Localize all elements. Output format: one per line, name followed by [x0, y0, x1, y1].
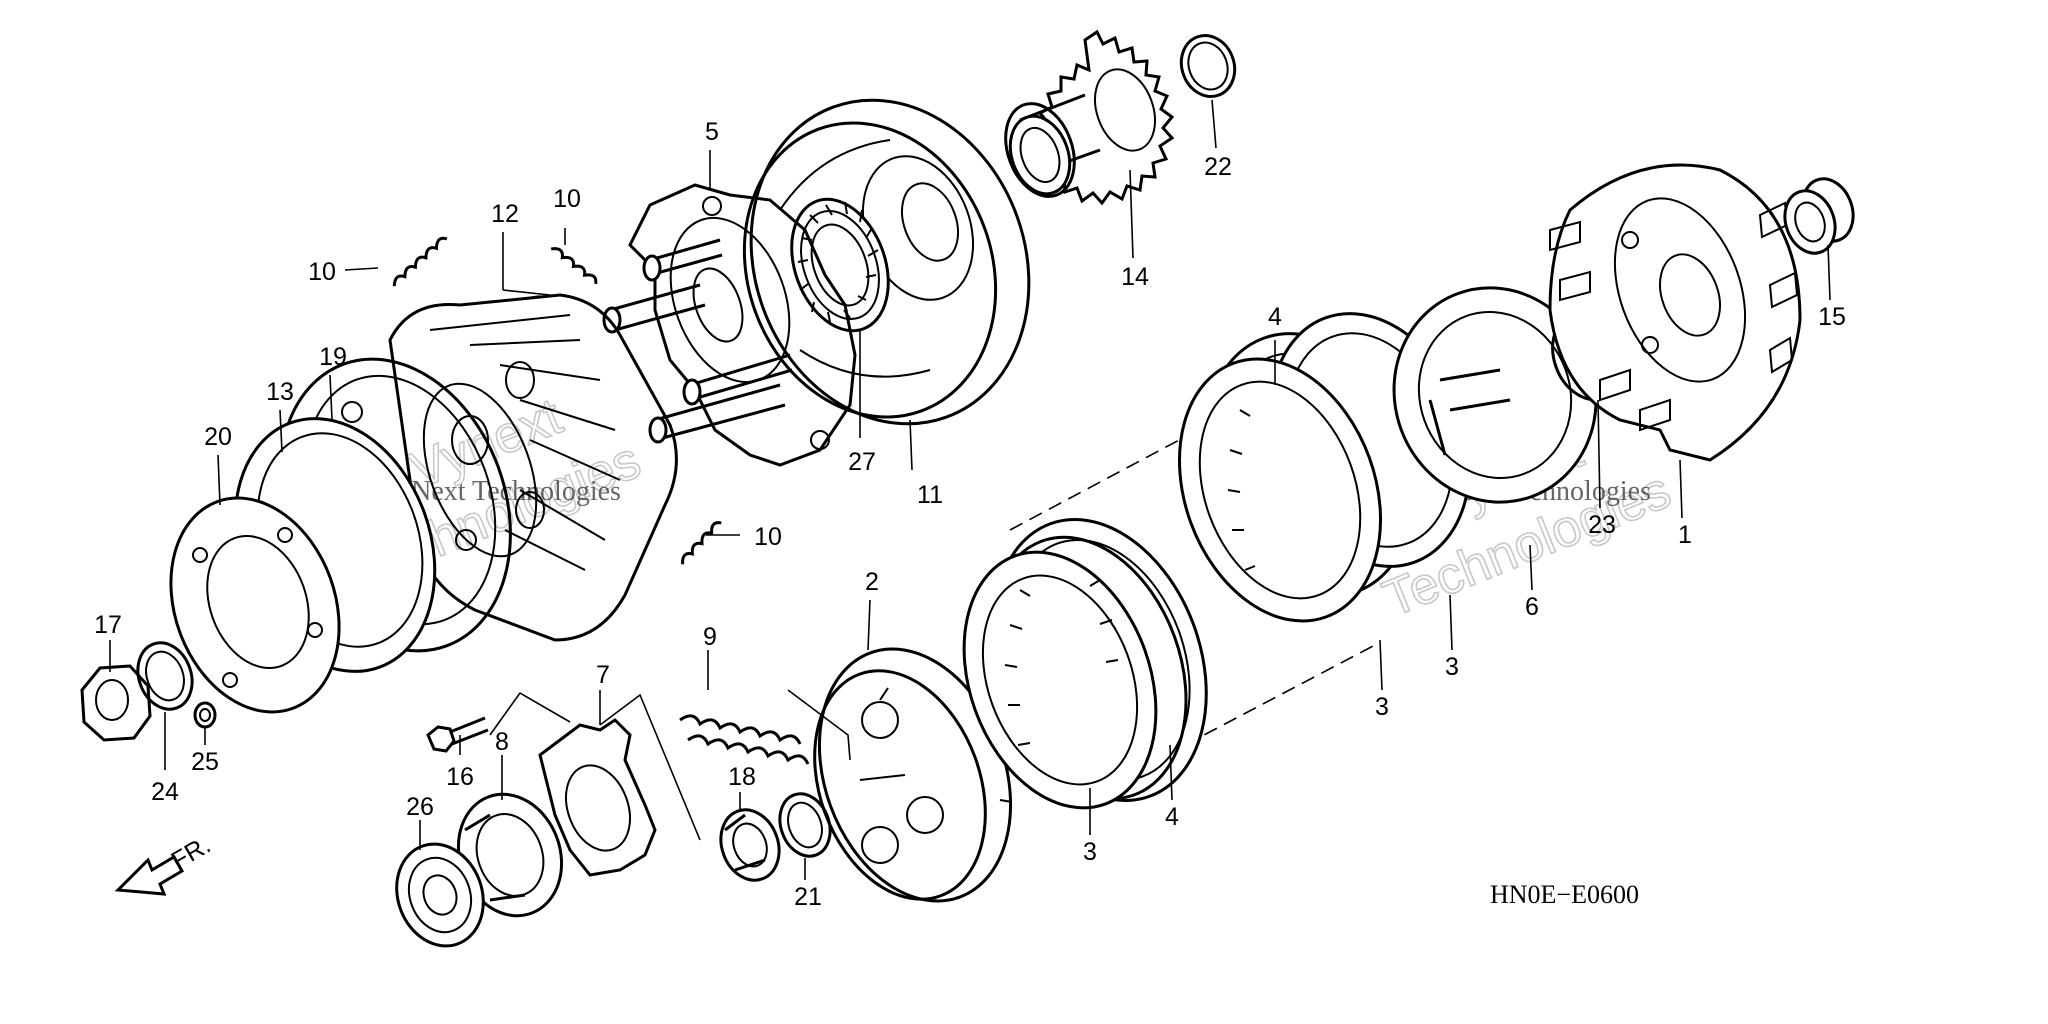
- part-3-clutch-plate-lower: [962, 550, 1158, 810]
- callout-7: 7: [596, 661, 610, 689]
- callout-17: 17: [94, 611, 122, 639]
- callout-12: 12: [491, 200, 519, 228]
- part-14-primary-gear: [1004, 29, 1175, 206]
- part-25-small-washer: [193, 701, 217, 729]
- part-10-spring-upper-left: [392, 236, 448, 287]
- callout-3-upper: 3: [1445, 653, 1459, 681]
- drawing-code: HN0E−E0600: [1490, 880, 1639, 909]
- callout-25: 25: [191, 748, 219, 776]
- front-direction-arrow: FR.: [114, 831, 215, 896]
- part-26-ball-bearing: [395, 842, 485, 948]
- callout-24: 24: [151, 778, 179, 806]
- callout-10-lower: 10: [754, 523, 782, 551]
- callout-10-upper-right: 10: [553, 185, 581, 213]
- part-5-drive-plate: [602, 183, 857, 467]
- part-15-bushing: [1783, 177, 1855, 255]
- part-10-spring-lower: [681, 521, 722, 565]
- callout-4-lower: 4: [1165, 803, 1179, 831]
- callout-19: 19: [319, 343, 347, 371]
- part-22-washer: [1179, 34, 1237, 98]
- callout-13: 13: [266, 378, 294, 406]
- callout-11: 11: [917, 481, 943, 509]
- callout-2: 2: [865, 568, 879, 596]
- callout-22: 22: [1204, 153, 1232, 181]
- part-9-clutch-springs: [679, 714, 810, 765]
- callout-15: 15: [1818, 303, 1846, 331]
- callout-23: 23: [1588, 511, 1616, 539]
- part-24-washer: [136, 641, 194, 711]
- callout-4-upper: 4: [1268, 303, 1282, 331]
- part-3-clutch-plate-upper-front: [1177, 357, 1383, 623]
- callout-5: 5: [705, 118, 719, 146]
- callout-16: 16: [446, 763, 474, 791]
- part-18-lifter: [719, 808, 781, 882]
- part-16-bolt: [426, 716, 489, 753]
- callout-27: 27: [848, 448, 876, 476]
- callout-3-lower: 3: [1083, 838, 1097, 866]
- part-27-one-way-clutch: [790, 197, 890, 333]
- callout-10-upper-left: 10: [308, 258, 336, 286]
- callout-3-middle: 3: [1375, 693, 1389, 721]
- callout-8: 8: [495, 728, 509, 756]
- callout-labels: 22 14 11 27 5 12 10 10 10 19 13 20 17 24…: [94, 118, 1846, 911]
- callout-26: 26: [406, 793, 434, 821]
- callout-1: 1: [1678, 521, 1692, 549]
- callout-18: 18: [728, 763, 756, 791]
- part-10-spring-upper-right: [550, 247, 598, 285]
- leader-lines: [109, 99, 1831, 880]
- callout-20: 20: [204, 423, 232, 451]
- part-17-lock-nut: [80, 664, 152, 742]
- callout-14: 14: [1121, 263, 1149, 291]
- part-20-flange-plate: [169, 496, 341, 714]
- callout-21: 21: [794, 883, 822, 911]
- part-7-setting-plate: [538, 718, 657, 877]
- alignment-line-lower: [1184, 644, 1376, 746]
- callout-9: 9: [703, 623, 717, 651]
- callout-6: 6: [1525, 593, 1539, 621]
- part-8-collar: [456, 792, 564, 918]
- part-12-clutch-weight: [388, 293, 678, 642]
